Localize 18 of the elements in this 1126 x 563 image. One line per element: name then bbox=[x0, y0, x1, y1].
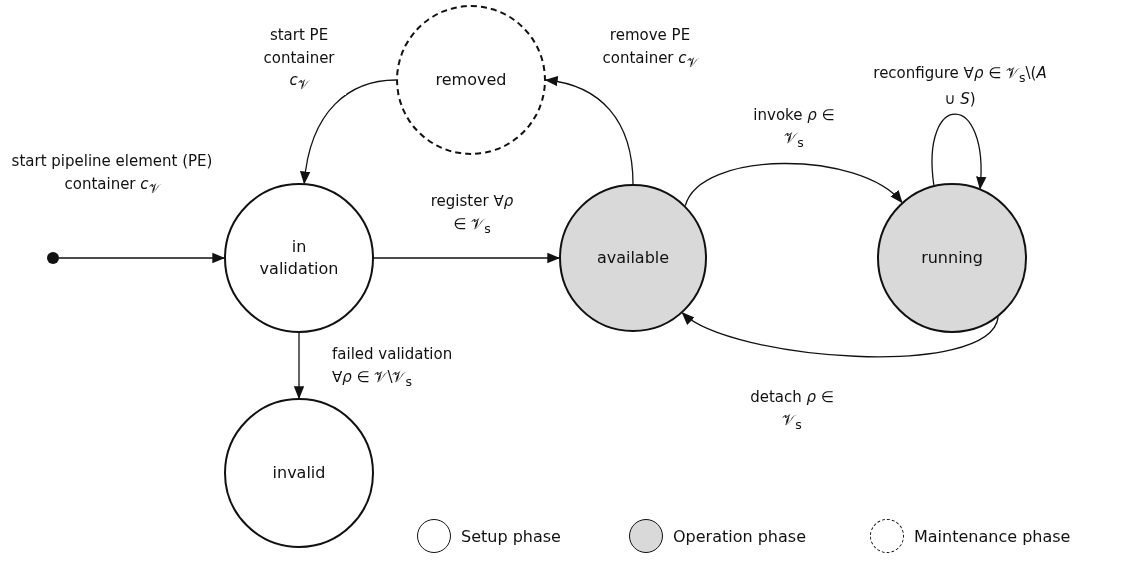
state-name: invalid bbox=[272, 462, 326, 484]
transition-arrow bbox=[300, 79, 397, 185]
transition-arrow bbox=[373, 252, 561, 264]
transition-arrow bbox=[293, 332, 305, 400]
state-circle bbox=[396, 5, 546, 155]
legend-label: Operation phase bbox=[673, 526, 806, 546]
transition-arrow bbox=[681, 312, 999, 358]
start-dot bbox=[47, 252, 59, 264]
state-name: removed bbox=[435, 69, 507, 91]
transition-arrow bbox=[931, 113, 986, 190]
transition-arrow bbox=[544, 76, 634, 185]
legend-label: Setup phase bbox=[461, 526, 561, 546]
transition-arrow bbox=[684, 162, 903, 207]
state-name: running bbox=[921, 247, 983, 269]
transition-arrow bbox=[58, 252, 226, 264]
state-name: available bbox=[596, 247, 670, 269]
state-name: in validation bbox=[258, 236, 340, 280]
legend-label: Maintenance phase bbox=[914, 526, 1071, 546]
